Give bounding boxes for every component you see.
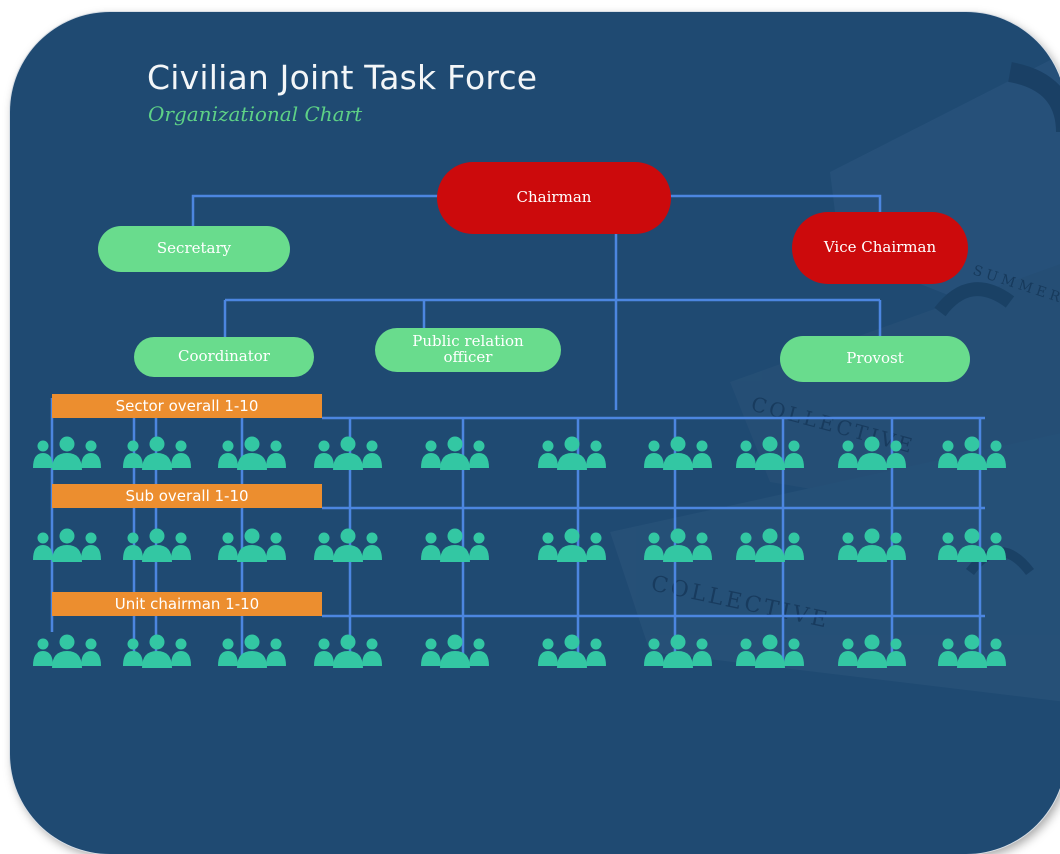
group-icon <box>314 634 382 668</box>
group-icon <box>421 634 489 668</box>
group-icon <box>421 436 489 470</box>
provost-node: Provost <box>780 336 970 382</box>
group-icon <box>33 436 101 470</box>
group-icon <box>838 528 906 562</box>
secretary-node: Secretary <box>98 226 290 272</box>
group-icon <box>538 634 606 668</box>
group-icon <box>314 528 382 562</box>
group-icon <box>644 528 712 562</box>
group-icon <box>33 634 101 668</box>
group-icon <box>218 436 286 470</box>
group-icon <box>218 634 286 668</box>
group-icon <box>538 436 606 470</box>
page-title: Civilian Joint Task Force <box>147 58 538 97</box>
coordinator-node: Coordinator <box>134 337 314 377</box>
group-icon <box>218 528 286 562</box>
connector-lines <box>50 194 985 662</box>
group-icon <box>838 436 906 470</box>
group-icon <box>421 528 489 562</box>
group-icon <box>736 436 804 470</box>
unit-level-bar: Unit chairman 1-10 <box>52 592 322 616</box>
group-icon <box>123 528 191 562</box>
chairman-node: Chairman <box>437 162 671 234</box>
vice-chairman-node: Vice Chairman <box>792 212 968 284</box>
page-subtitle: Organizational Chart <box>148 102 363 126</box>
group-icon <box>644 634 712 668</box>
public-relation-officer-node: Public relation officer <box>375 328 561 372</box>
sector-level-bar: Sector overall 1-10 <box>52 394 322 418</box>
group-icon <box>938 634 1006 668</box>
group-icon <box>314 436 382 470</box>
chart-card: SUMMER COLLECTIVE COLLECTIVE Civilian Jo… <box>10 12 1060 854</box>
group-icon <box>644 436 712 470</box>
group-icon <box>938 436 1006 470</box>
group-icon <box>938 528 1006 562</box>
group-icon <box>33 528 101 562</box>
group-icon <box>838 634 906 668</box>
group-icon <box>538 528 606 562</box>
group-icon <box>123 634 191 668</box>
group-icon <box>123 436 191 470</box>
group-icon <box>736 634 804 668</box>
group-icon <box>736 528 804 562</box>
sub-level-bar: Sub overall 1-10 <box>52 484 322 508</box>
